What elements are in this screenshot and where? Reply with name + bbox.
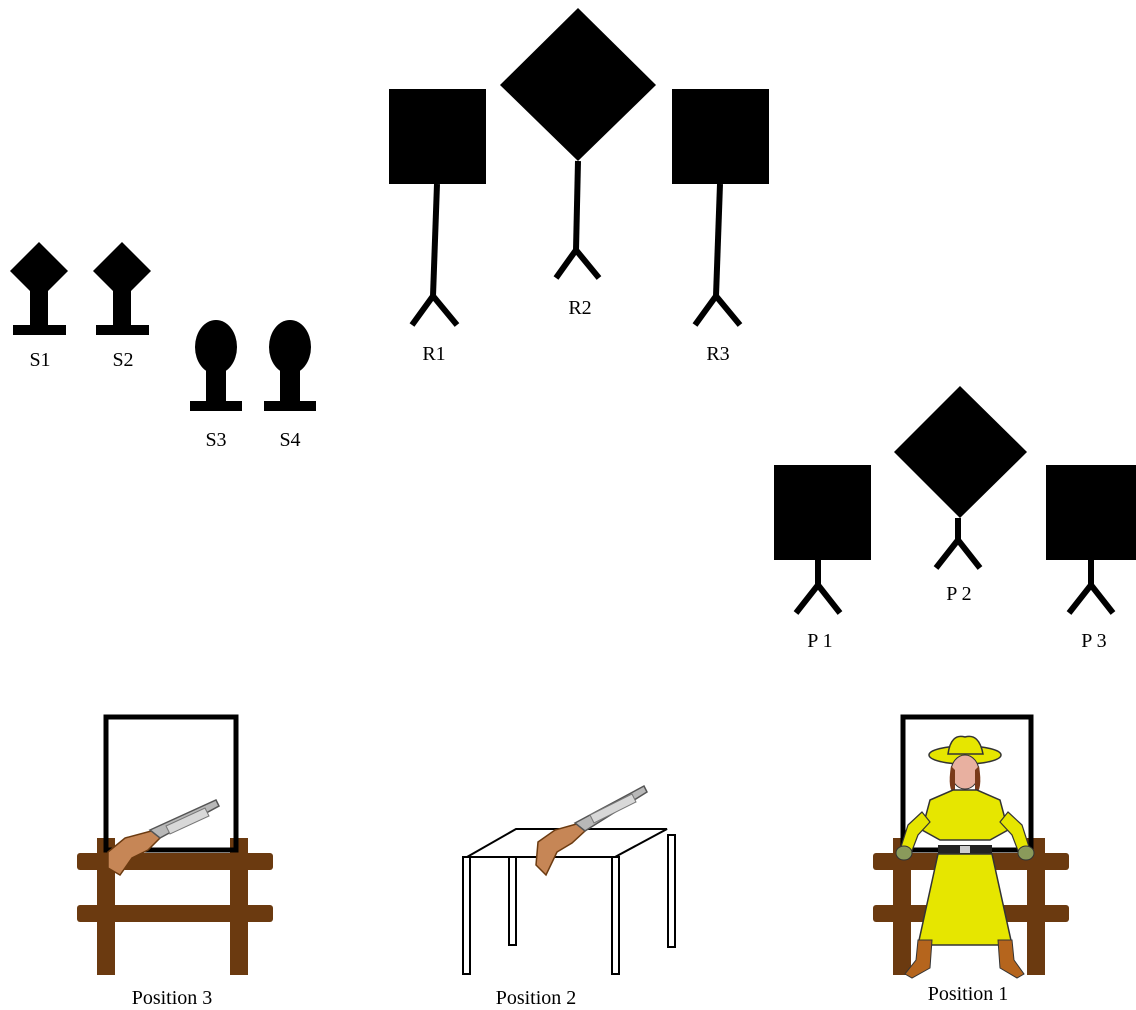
position-2-table bbox=[462, 828, 676, 975]
position-1-fence bbox=[873, 714, 1069, 975]
target-label-p3: P 3 bbox=[1081, 630, 1106, 652]
target-label-r3: R3 bbox=[706, 343, 729, 365]
pistol-target-p2: P 2 bbox=[894, 386, 1027, 605]
target-label-p1: P 1 bbox=[807, 630, 832, 652]
target-label-s3: S3 bbox=[205, 429, 226, 451]
target-label-r1: R1 bbox=[422, 343, 445, 365]
pistol-target-p3: P 3 bbox=[1046, 465, 1136, 652]
position-label-2: Position 2 bbox=[496, 987, 577, 1009]
rifle-icon bbox=[107, 799, 220, 876]
target-label-s2: S2 bbox=[112, 349, 133, 371]
target-label-p2: P 2 bbox=[946, 583, 971, 605]
shotgun-target-s1: S1 bbox=[10, 242, 68, 371]
pistol-target-p1: P 1 bbox=[774, 465, 871, 652]
position-3-fence bbox=[77, 714, 273, 975]
rifle-target-r2: R2 bbox=[500, 8, 656, 319]
shotgun-target-s3: S3 bbox=[190, 320, 242, 451]
target-label-s4: S4 bbox=[279, 429, 300, 451]
rifle-icon bbox=[535, 784, 648, 877]
position-label-1: Position 1 bbox=[928, 983, 1009, 1005]
rifle-target-r3: R3 bbox=[672, 89, 769, 365]
shotgun-target-s2: S2 bbox=[93, 242, 151, 371]
shotgun-target-s4: S4 bbox=[264, 320, 316, 451]
position-label-3: Position 3 bbox=[132, 987, 213, 1009]
cowgirl-icon bbox=[895, 735, 1035, 979]
target-label-r2: R2 bbox=[568, 297, 591, 319]
target-label-s1: S1 bbox=[29, 349, 50, 371]
rifle-target-r1: R1 bbox=[389, 89, 486, 365]
